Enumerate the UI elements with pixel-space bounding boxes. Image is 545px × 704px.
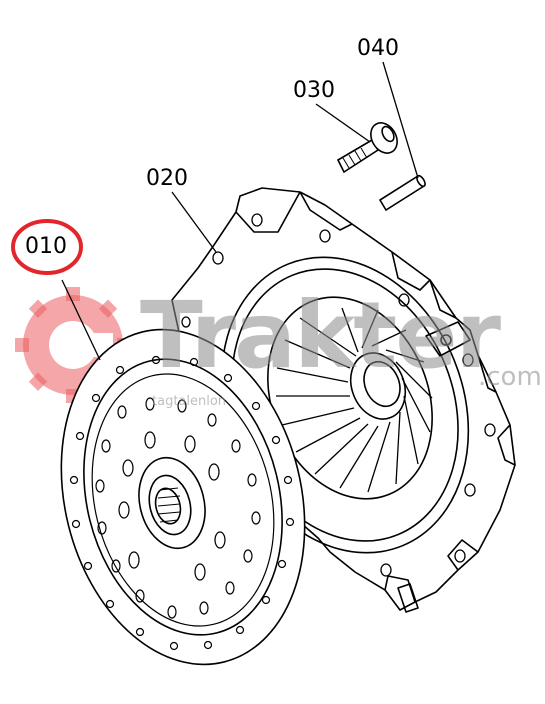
watermark-brand: Trakter [140, 282, 501, 389]
clutch-disc-icon [60, 328, 306, 666]
bolt-icon [336, 122, 398, 174]
dowel-pin-icon [378, 174, 426, 212]
watermark-tagline: tagtalenlon [152, 394, 227, 409]
watermark-suffix: .com [478, 362, 542, 392]
callout-040: 040 [357, 36, 399, 61]
callout-010[interactable]: 010 [25, 234, 67, 259]
callout-030: 030 [293, 78, 335, 103]
highlight-ring [11, 219, 83, 275]
callout-020: 020 [146, 166, 188, 191]
leader-lines [61, 61, 419, 361]
